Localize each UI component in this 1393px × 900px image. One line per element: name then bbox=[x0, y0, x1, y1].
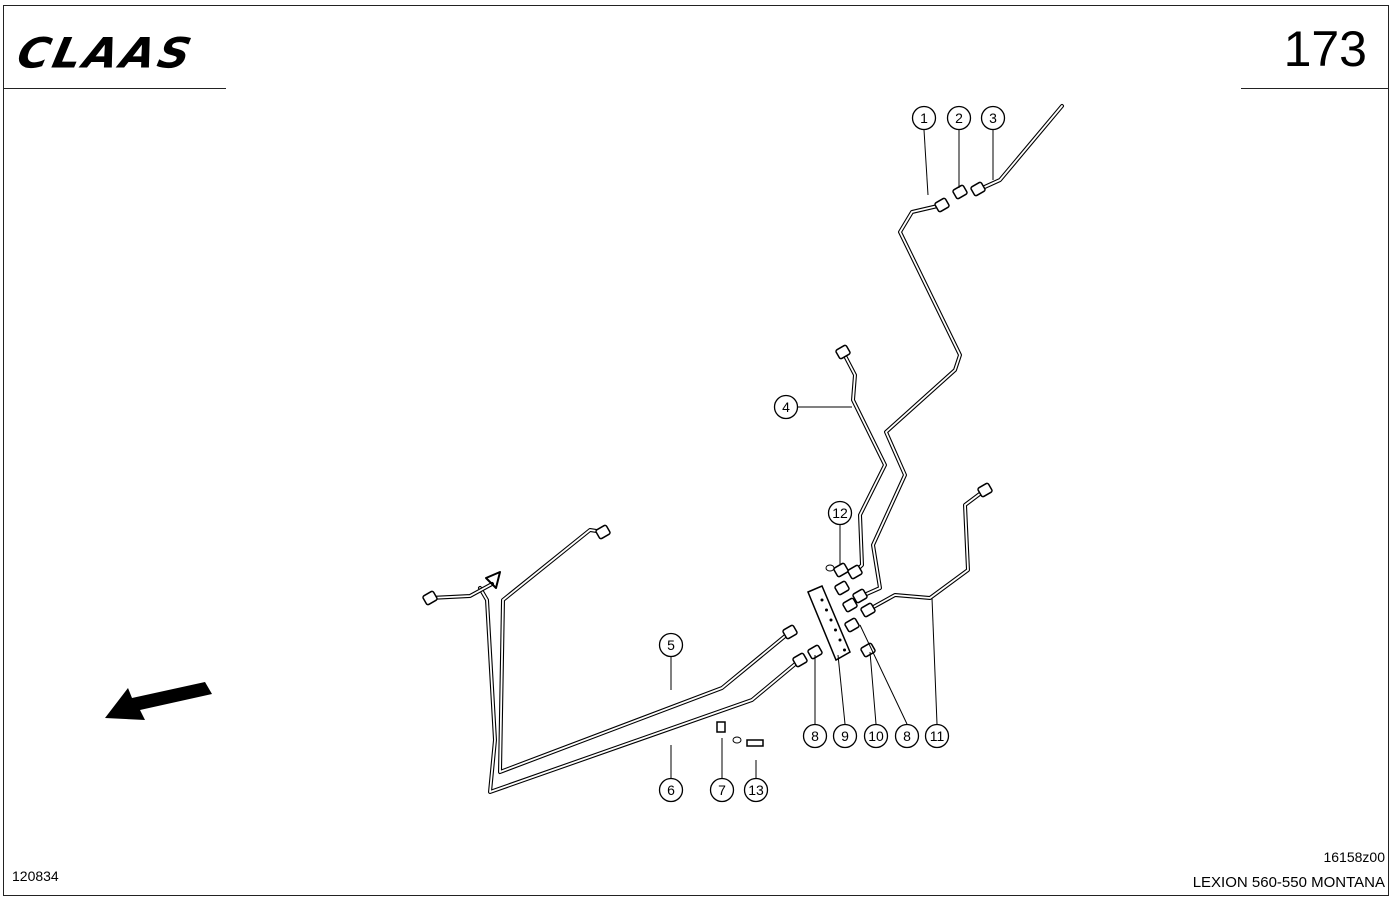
callout-label: 2 bbox=[955, 110, 963, 126]
fitting bbox=[792, 652, 808, 668]
distributor-block bbox=[807, 585, 851, 662]
washer-part bbox=[825, 564, 835, 572]
callout-8[interactable]: 8 bbox=[894, 723, 920, 749]
pipe-3 bbox=[976, 104, 1064, 192]
callout-5[interactable]: 5 bbox=[658, 632, 684, 658]
fitting bbox=[807, 644, 823, 660]
callout-label: 11 bbox=[930, 728, 945, 744]
block-port bbox=[838, 638, 842, 642]
callout-2[interactable]: 2 bbox=[946, 105, 972, 131]
fitting bbox=[852, 588, 868, 604]
callout-8[interactable]: 8 bbox=[802, 723, 828, 749]
model-name: LEXION 560-550 MONTANA bbox=[1192, 874, 1385, 891]
callout-3[interactable]: 3 bbox=[980, 105, 1006, 131]
drawing-number: 16158z00 bbox=[1323, 849, 1385, 865]
callout-label: 4 bbox=[782, 399, 790, 415]
pipe-1 bbox=[860, 203, 962, 598]
fitting bbox=[844, 617, 860, 633]
callout-13[interactable]: 13 bbox=[743, 777, 769, 803]
callout-label: 5 bbox=[667, 637, 675, 653]
block-port bbox=[820, 598, 824, 602]
direction-arrow-icon bbox=[105, 682, 212, 720]
fitting bbox=[934, 197, 950, 213]
callout-10[interactable]: 10 bbox=[863, 723, 889, 749]
pipe-4 bbox=[841, 350, 887, 574]
callout-label: 9 bbox=[841, 728, 849, 744]
fitting bbox=[860, 602, 876, 618]
block-port bbox=[829, 618, 833, 622]
fitting bbox=[847, 564, 863, 580]
fitting bbox=[860, 642, 876, 658]
callout-4[interactable]: 4 bbox=[773, 394, 799, 420]
page-number: 173 bbox=[1283, 21, 1367, 77]
leader-line bbox=[859, 624, 908, 725]
bolt-part bbox=[746, 739, 764, 747]
callout-7[interactable]: 7 bbox=[709, 777, 735, 803]
callout-11[interactable]: 11 bbox=[924, 723, 950, 749]
callout-label: 10 bbox=[868, 728, 884, 744]
fitting bbox=[970, 181, 986, 197]
pipe-clamp bbox=[485, 571, 501, 589]
callout-label: 7 bbox=[718, 782, 726, 798]
callout-label: 8 bbox=[811, 728, 819, 744]
fitting bbox=[595, 524, 611, 540]
callout-label: 12 bbox=[832, 505, 848, 521]
block-port bbox=[834, 628, 837, 632]
washer-part bbox=[732, 736, 742, 744]
block-port bbox=[825, 608, 828, 612]
callout-label: 3 bbox=[989, 110, 997, 126]
block-port bbox=[843, 648, 846, 652]
fitting bbox=[952, 184, 968, 200]
leader-line bbox=[837, 654, 846, 725]
callout-label: 13 bbox=[748, 782, 764, 798]
callout-1[interactable]: 1 bbox=[911, 105, 937, 131]
pipe-11 bbox=[866, 488, 987, 612]
leader-line bbox=[869, 651, 877, 725]
fitting bbox=[422, 590, 438, 606]
pipe-left bbox=[428, 582, 494, 600]
fitting bbox=[977, 482, 993, 498]
header-divider-left bbox=[3, 88, 226, 89]
fitting bbox=[833, 562, 849, 578]
clip-part bbox=[716, 721, 726, 733]
callout-6[interactable]: 6 bbox=[658, 777, 684, 803]
document-id: 120834 bbox=[12, 868, 59, 884]
pipe-5 bbox=[498, 528, 792, 774]
callout-9[interactable]: 9 bbox=[832, 723, 858, 749]
leader-line bbox=[923, 129, 929, 196]
pipe-6 bbox=[478, 586, 802, 794]
page-frame bbox=[3, 5, 1389, 896]
leader-line bbox=[931, 597, 938, 725]
fitting bbox=[835, 344, 851, 360]
callout-12[interactable]: 12 bbox=[827, 500, 853, 526]
callout-label: 6 bbox=[667, 782, 675, 798]
fitting bbox=[842, 597, 858, 613]
callout-label: 8 bbox=[903, 728, 911, 744]
callout-label: 1 bbox=[920, 110, 928, 126]
fitting bbox=[834, 580, 850, 596]
fitting bbox=[782, 624, 798, 640]
header-divider-right bbox=[1241, 88, 1389, 89]
